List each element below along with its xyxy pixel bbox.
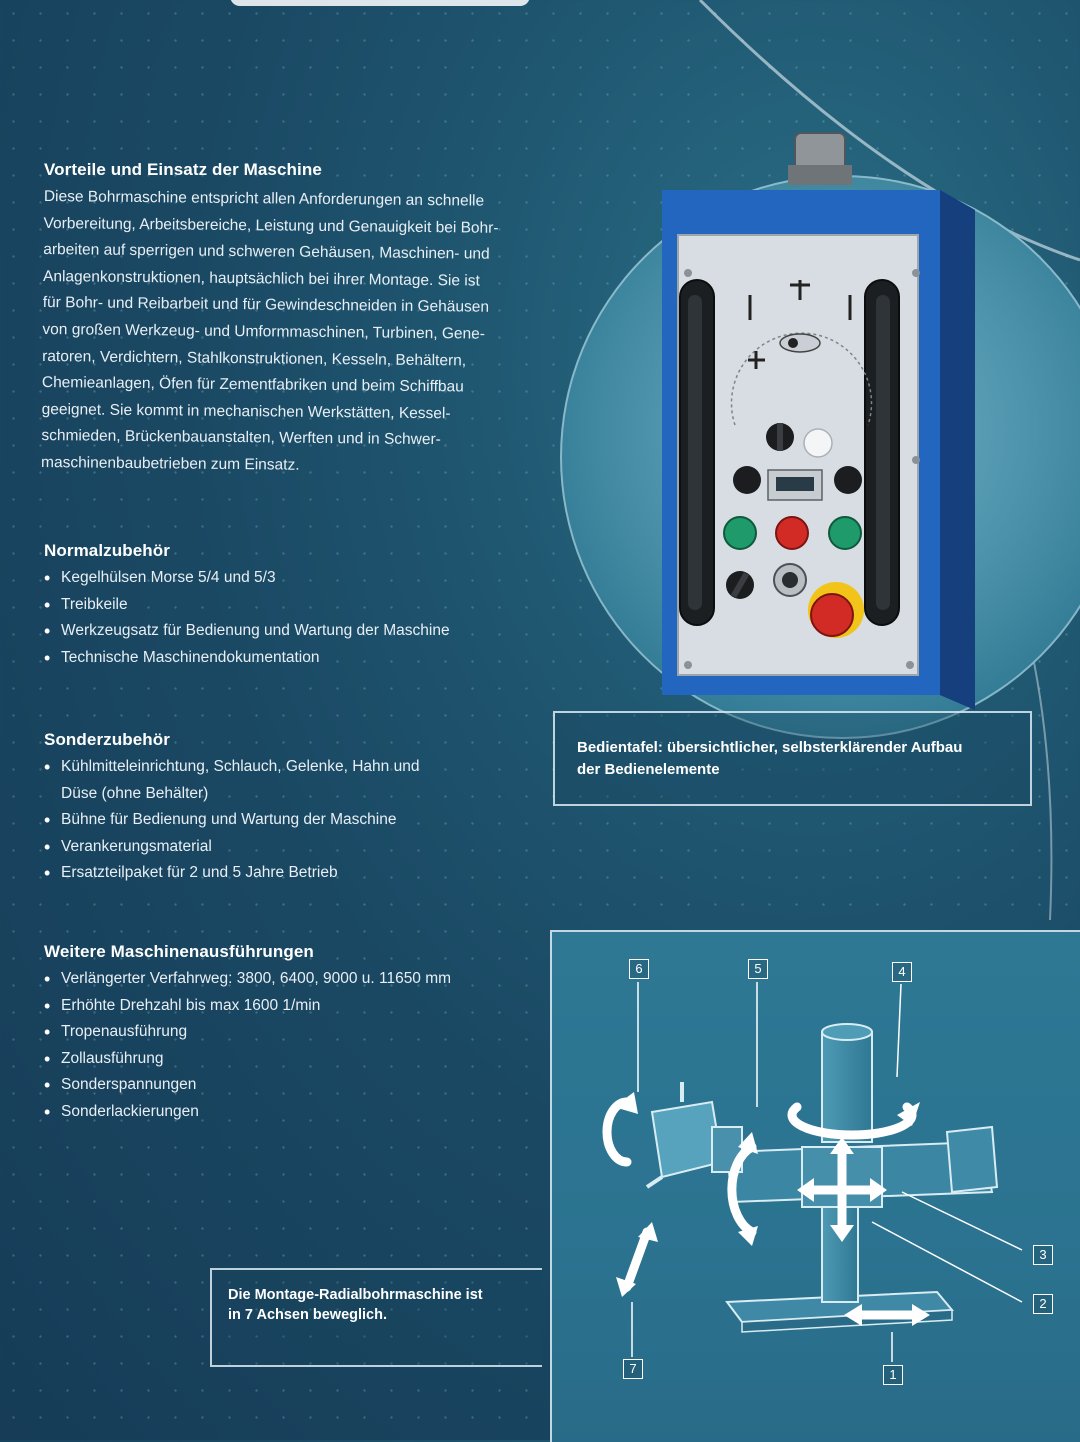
axis-label-5: 5 — [748, 959, 768, 979]
caption-line: der Bedienelemente — [577, 761, 720, 778]
axis-label-1: 1 — [883, 1365, 903, 1385]
variants-heading: Weitere Maschinenausführungen — [44, 942, 314, 961]
text-line: maschinenbaubetrieben zum Einsatz. — [40, 453, 300, 474]
list-item: Verlängerter Verfahrweg: 3800, 6400, 900… — [44, 966, 531, 993]
list-item: Ersatzteilpaket für 2 und 5 Jahre Betrie… — [44, 860, 531, 887]
axis-label-7: 7 — [623, 1359, 643, 1379]
list-item: Tropenausführung — [44, 1019, 531, 1046]
axes-diagram — [602, 982, 1023, 1362]
variants-section: Weitere Maschinenausführungen Verlängert… — [44, 942, 531, 1125]
advantages-section: Vorteile und Einsatz der Maschine Diese … — [41, 160, 534, 477]
axis-label-2: 2 — [1033, 1294, 1053, 1314]
standard-accessories-list: Kegelhülsen Morse 5/4 und 5/3 Treibkeile… — [44, 565, 531, 671]
axis-label-4: 4 — [892, 962, 912, 982]
list-item: Verankerungsmaterial — [44, 834, 531, 861]
control-panel-caption: Bedientafel: übersichtlicher, selbsterkl… — [553, 711, 1032, 806]
cut-off-title-strip — [230, 0, 530, 6]
list-item: Bühne für Bedienung und Wartung der Masc… — [44, 807, 531, 834]
list-item: Kegelhülsen Morse 5/4 und 5/3 — [44, 565, 531, 592]
axis-label-3: 3 — [1033, 1245, 1053, 1265]
standard-accessories-section: Normalzubehör Kegelhülsen Morse 5/4 und … — [44, 541, 531, 671]
list-item: Sonderlackierungen — [44, 1099, 531, 1126]
list-item: Treibkeile — [44, 592, 531, 619]
special-accessories-heading: Sonderzubehör — [44, 730, 170, 749]
list-item: Sonderspannungen — [44, 1072, 531, 1099]
list-item-continuation: Düse (ohne Behälter) — [61, 784, 209, 802]
axes-diagram-panel: 6 5 4 3 2 7 1 — [550, 930, 1080, 1442]
list-item: Technische Maschinendokumentation — [44, 645, 531, 672]
list-item: Zollausführung — [44, 1046, 531, 1073]
control-panel-illustration — [662, 132, 975, 710]
axes-caption: Die Montage-Radialbohrmaschine ist in 7 … — [210, 1268, 542, 1367]
list-item: Werkzeugsatz für Bedienung und Wartung d… — [44, 618, 531, 645]
advantages-heading: Vorteile und Einsatz der Maschine — [44, 160, 322, 179]
caption-line: Die Montage-Radialbohrmaschine ist — [228, 1287, 483, 1303]
standard-accessories-heading: Normalzubehör — [44, 541, 170, 560]
special-accessories-list: Kühlmitteleinrichtung, Schlauch, Gelenke… — [44, 754, 531, 887]
advantages-text: Diese Bohrmaschine entspricht allen Anfo… — [41, 184, 534, 482]
list-item: Kühlmitteleinrichtung, Schlauch, Gelenke… — [44, 754, 531, 807]
axis-label-6: 6 — [629, 959, 649, 979]
caption-line: Bedientafel: übersichtlicher, selbsterkl… — [577, 739, 963, 756]
list-item-text: Kühlmitteleinrichtung, Schlauch, Gelenke… — [61, 758, 420, 775]
variants-list: Verlängerter Verfahrweg: 3800, 6400, 900… — [44, 966, 531, 1125]
special-accessories-section: Sonderzubehör Kühlmitteleinrichtung, Sch… — [44, 730, 531, 887]
list-item: Erhöhte Drehzahl bis max 1600 1/min — [44, 993, 531, 1020]
caption-line: in 7 Achsen beweglich. — [228, 1307, 388, 1323]
